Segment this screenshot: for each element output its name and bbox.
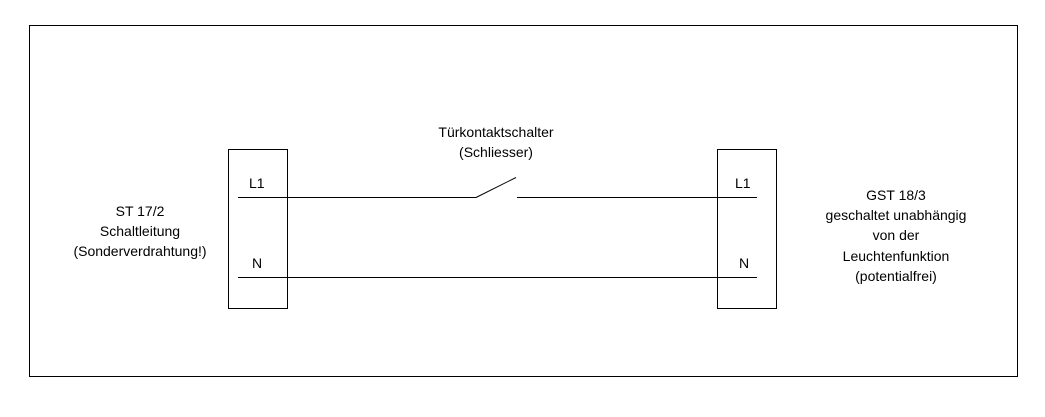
left-description-line1: ST 17/2 bbox=[116, 203, 165, 219]
left-description-line2: Schaltleitung bbox=[100, 223, 180, 239]
right-terminal-block bbox=[717, 149, 777, 309]
right-terminal-l1-label: L1 bbox=[735, 175, 751, 191]
left-terminal-n-label: N bbox=[252, 255, 262, 271]
switch-label-line1: Türkontaktschalter bbox=[438, 124, 553, 140]
right-description-line5: (potentialfrei) bbox=[855, 268, 937, 284]
right-description-line4: Leuchtenfunktion bbox=[843, 248, 950, 264]
switch-label-line2: (Schliesser) bbox=[459, 144, 533, 160]
right-description-line2: geschaltet unabhängig bbox=[826, 207, 967, 223]
left-terminal-block bbox=[228, 149, 288, 309]
left-terminal-l1-label: L1 bbox=[249, 175, 265, 191]
door-contact-switch-blade bbox=[475, 177, 517, 198]
left-description-line3: (Sonderverdrahtung!) bbox=[73, 243, 206, 259]
right-description-line1: GST 18/3 bbox=[866, 187, 926, 203]
right-terminal-n-label: N bbox=[739, 255, 749, 271]
right-description-line3: von der bbox=[873, 227, 920, 243]
diagram-frame bbox=[29, 25, 1018, 377]
